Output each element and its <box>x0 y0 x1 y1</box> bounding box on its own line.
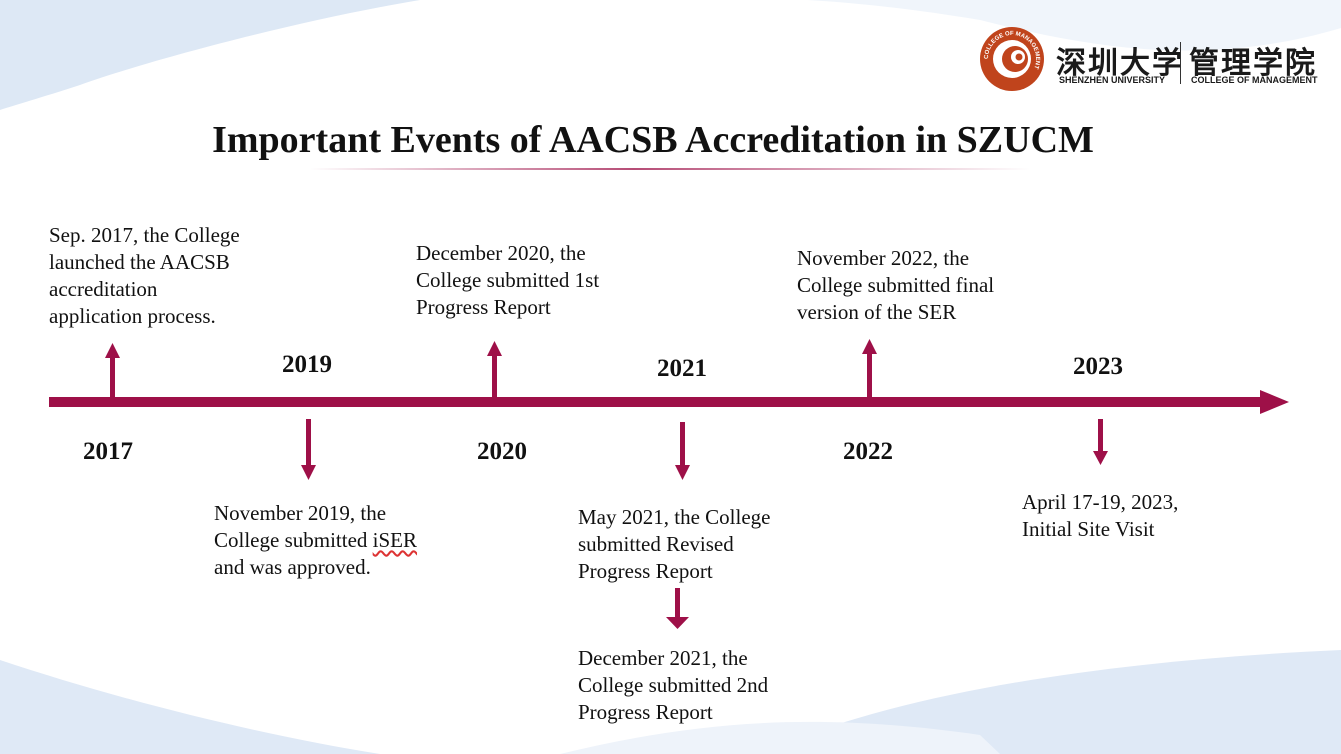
university-name-cn: 深圳大学 <box>1056 47 1184 80</box>
event-line: College submitted iSER <box>214 527 417 554</box>
event-line: November 2022, the <box>797 246 970 270</box>
event-text: College submitted <box>214 528 373 552</box>
event-line: College submitted 2nd <box>578 673 769 697</box>
event-2021-may: May 2021, the College submitted Revised … <box>578 504 770 585</box>
year-label-2021: 2021 <box>657 355 707 382</box>
event-line: version of the SER <box>797 300 957 324</box>
university-name-en: SHENZHEN UNIVERSITY <box>1059 75 1166 85</box>
event-line: launched the AACSB <box>49 250 230 274</box>
event-line: accreditation <box>49 277 158 301</box>
event-line: and was approved. <box>214 555 371 579</box>
event-line: April 17-19, 2023, <box>1022 490 1179 514</box>
year-label-2019: 2019 <box>282 351 332 378</box>
logo-divider <box>1180 42 1181 84</box>
title-underline <box>310 168 1030 170</box>
event-2021-december: December 2021, the College submitted 2nd… <box>578 645 768 726</box>
event-line: December 2020, the <box>416 241 586 265</box>
year-label-2023: 2023 <box>1073 353 1123 380</box>
arrow-up-2022-icon <box>862 339 877 397</box>
year-label-2022: 2022 <box>843 438 893 465</box>
arrow-down-2019-icon <box>301 419 316 480</box>
page-title: Important Events of AACSB Accreditation … <box>212 119 1094 161</box>
iser-term: iSER <box>372 528 418 552</box>
college-seal-icon: COLLEGE OF MANAGEMENT <box>980 27 1044 91</box>
year-label-2017: 2017 <box>83 438 133 465</box>
event-line: December 2021, the <box>578 646 748 670</box>
event-line: Initial Site Visit <box>1022 517 1155 541</box>
event-line: College submitted 1st <box>416 268 600 292</box>
arrow-down-2021-second-icon <box>666 588 689 629</box>
timeline-arrowhead-icon <box>1260 390 1289 414</box>
arrow-up-2020-icon <box>487 341 502 397</box>
event-line: Progress Report <box>578 700 713 724</box>
event-line: College submitted final <box>797 273 995 297</box>
event-line: Sep. 2017, the College <box>49 223 240 247</box>
event-2019: November 2019, the College submitted iSE… <box>214 500 417 581</box>
college-name-cn: 管理学院 <box>1189 47 1317 80</box>
arrow-up-2017-icon <box>105 343 120 397</box>
event-line: submitted Revised <box>578 532 734 556</box>
event-line: Progress Report <box>416 295 551 319</box>
arrow-down-2021-icon <box>675 422 690 480</box>
college-name-en: COLLEGE OF MANAGEMENT <box>1191 75 1318 85</box>
event-line: application process. <box>49 304 216 328</box>
year-label-2020: 2020 <box>477 438 527 465</box>
event-line: November 2019, the <box>214 501 387 525</box>
event-2017: Sep. 2017, the College launched the AACS… <box>49 222 240 330</box>
event-2022: November 2022, the College submitted fin… <box>797 245 994 326</box>
timeline-axis <box>49 397 1264 407</box>
arrow-down-2023-icon <box>1093 419 1108 465</box>
event-line: Progress Report <box>578 559 713 583</box>
event-line: May 2021, the College <box>578 505 771 529</box>
event-2020: December 2020, the College submitted 1st… <box>416 240 599 321</box>
event-2023: April 17-19, 2023, Initial Site Visit <box>1022 489 1178 543</box>
